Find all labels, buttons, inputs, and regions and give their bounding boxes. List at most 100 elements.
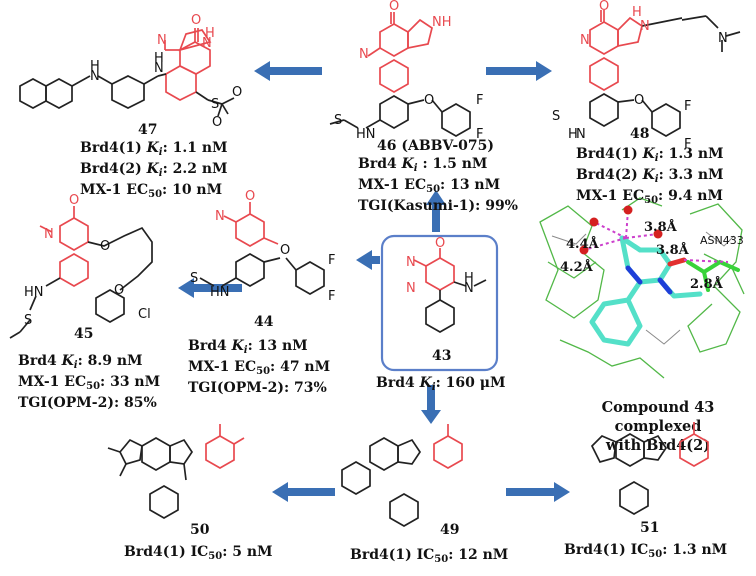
value-subscript: 50 (256, 366, 271, 377)
distance-label-3: 4.2Å (560, 260, 593, 275)
value-prefix: Brd4 (358, 156, 402, 172)
crystal-caption-line1: Compound 43 complexed (601, 399, 715, 435)
value-text: : 160 μM (435, 375, 506, 391)
value-line: Brd4(1) IC50: 12 nM (350, 547, 508, 568)
svg-text:O: O (100, 239, 110, 254)
value-subscript: i (654, 174, 659, 185)
structure-47 (19, 28, 235, 117)
value-text: : 5 nM (222, 544, 273, 560)
water-molecules (579, 205, 663, 255)
value-text: : 1.3 nM (662, 542, 728, 558)
structure-45 (9, 206, 153, 339)
value-subscript: i (158, 147, 163, 158)
value-subscript: i (158, 168, 163, 179)
value-text: : 1.1 nM (162, 140, 228, 156)
distance-lines (583, 209, 729, 263)
value-line: MX-1 EC50: 33 nM (18, 374, 160, 395)
compound-number-47: 47 (138, 122, 158, 138)
value-text: : 9.4 nM (658, 188, 723, 204)
svg-text:S: S (334, 113, 342, 128)
svg-text:H: H (205, 26, 215, 41)
crystal-caption: Compound 43 complexed with Brd4(2) (560, 398, 756, 455)
value-line: Brd4(2) Ki: 2.2 nM (80, 161, 228, 182)
value-subscript: 50 (208, 551, 223, 562)
svg-text:H: H (632, 5, 642, 20)
value-symbol: K (146, 140, 159, 156)
atoms-46: O N NH O F F HN S (334, 0, 483, 142)
values-51: Brd4(1) IC50: 1.3 nM (564, 542, 727, 563)
value-line: Brd4(1) IC50: 5 nM (124, 544, 273, 565)
svg-text:H: H (154, 51, 164, 66)
value-subscript: i (654, 153, 659, 164)
value-subscript: i (431, 382, 436, 393)
svg-text:S: S (190, 271, 198, 286)
svg-text:HN: HN (356, 127, 376, 142)
arrow-43-to-49 (421, 385, 441, 424)
value-prefix: TGI(OPM-2): 73% (188, 380, 327, 396)
value-prefix: MX-1 EC (358, 177, 427, 193)
compound-number-51: 51 (640, 520, 660, 536)
value-prefix: Brd4(1) IC (564, 542, 649, 558)
value-line: Brd4 Ki: 8.9 nM (18, 353, 160, 374)
arrow-46-to-48 (486, 61, 552, 81)
value-line: Brd4 Ki: 13 nM (188, 338, 330, 359)
value-subscript: i (243, 345, 248, 356)
svg-text:O: O (212, 115, 222, 130)
value-text: : 47 nM (270, 359, 331, 375)
svg-text:N: N (406, 281, 416, 296)
atoms-47: O N H N N H N H S O O (90, 13, 242, 130)
svg-text:O: O (245, 189, 255, 204)
value-text: : 2.2 nM (162, 161, 228, 177)
value-text: : 8.9 nM (77, 353, 143, 369)
value-subscript: 50 (434, 554, 449, 565)
structure-48 (589, 10, 741, 137)
values-43: Brd4 Ki: 160 μM (376, 375, 506, 396)
value-prefix: Brd4(1) (80, 140, 147, 156)
svg-text:N: N (90, 69, 100, 84)
value-text: : 3.3 nM (658, 167, 724, 183)
value-prefix: Brd4(1) (576, 146, 643, 162)
svg-text:F: F (476, 93, 483, 108)
value-text: : 1.3 nM (658, 146, 724, 162)
svg-text:O: O (599, 0, 609, 14)
value-line: Brd4(1) Ki: 1.3 nM (576, 146, 724, 167)
value-prefix: Brd4(2) (80, 161, 147, 177)
value-line: Brd4 Ki: 160 μM (376, 375, 506, 396)
arrow-43-to-46 (426, 190, 446, 232)
arrow-49-to-50 (272, 482, 335, 502)
compound-number-46: 46 (ABBV-075) (377, 138, 495, 154)
arrow-49-to-51 (506, 482, 570, 502)
value-symbol: K (419, 375, 432, 391)
value-prefix: TGI(OPM-2): 85% (18, 395, 157, 411)
svg-text:N: N (640, 19, 650, 34)
value-symbol: K (231, 338, 244, 354)
svg-text:N: N (576, 127, 586, 142)
svg-text:O: O (114, 283, 124, 298)
svg-text:O: O (191, 13, 201, 28)
value-text: : 10 nM (162, 182, 223, 198)
crystal-structure-panel (539, 197, 745, 379)
svg-text:HN: HN (24, 285, 44, 300)
atoms-43: O N N N H (406, 236, 474, 296)
value-subscript: 50 (86, 381, 101, 392)
compound-number-44: 44 (254, 314, 274, 330)
asn433-label: ASN433 (700, 234, 744, 247)
value-symbol: K (146, 161, 159, 177)
atoms-45: O N O O Cl HN S (24, 193, 151, 328)
value-text: : 13 nM (247, 338, 308, 354)
value-line: TGI(OPM-2): 73% (188, 380, 330, 397)
svg-text:N: N (44, 227, 54, 242)
svg-text:F: F (684, 99, 691, 114)
values-49: Brd4(1) IC50: 12 nM (350, 547, 508, 568)
svg-text:O: O (634, 93, 644, 108)
svg-text:N: N (359, 47, 369, 62)
value-prefix: Brd4 (18, 353, 62, 369)
value-line: MX-1 EC50: 10 nM (80, 182, 228, 203)
value-prefix: Brd4(1) IC (124, 544, 209, 560)
value-line: MX-1 EC50: 13 nM (358, 177, 518, 198)
value-line: MX-1 EC50: 9.4 nM (576, 188, 724, 209)
